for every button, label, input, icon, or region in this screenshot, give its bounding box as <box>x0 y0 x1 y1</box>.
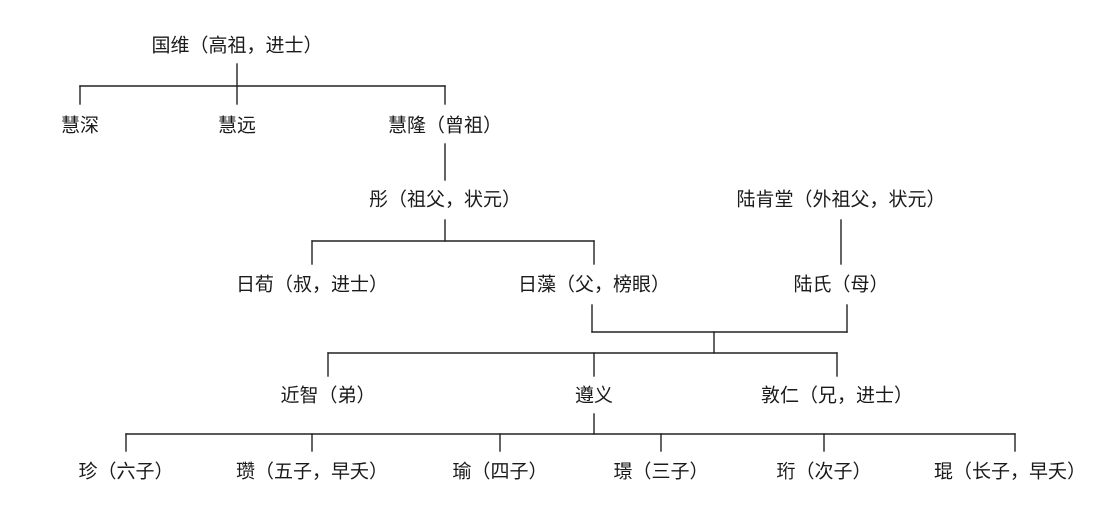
node-lukentang: 陆肯堂（外祖父，状元） <box>736 188 946 211</box>
node-zhen: 珍（六子） <box>78 460 174 483</box>
node-kun: 琨（长子，早夭） <box>933 460 1087 483</box>
node-huan: 璟（三子） <box>613 460 709 483</box>
node-heng: 珩（次子） <box>776 460 872 483</box>
node-rizao: 日藻（父，榜眼） <box>517 273 671 296</box>
node-huishen: 慧深 <box>60 114 100 137</box>
node-lushi: 陆氏（母） <box>793 273 889 296</box>
node-rixun: 日荀（叔，进士） <box>235 273 389 296</box>
node-zunyi: 遵义 <box>574 384 614 407</box>
node-dunren: 敦仁（兄，进士） <box>760 384 914 407</box>
node-zan: 瓒（五子，早夭） <box>235 460 389 483</box>
node-huilong: 慧隆（曾祖） <box>387 114 503 137</box>
node-huiyuan: 慧远 <box>217 114 257 137</box>
node-guowei: 国维（高祖，进士） <box>151 34 323 57</box>
node-jinzhi: 近智（弟） <box>280 384 376 407</box>
node-yu: 瑜（四子） <box>452 460 548 483</box>
node-tong: 彤（祖父，状元） <box>368 188 522 211</box>
